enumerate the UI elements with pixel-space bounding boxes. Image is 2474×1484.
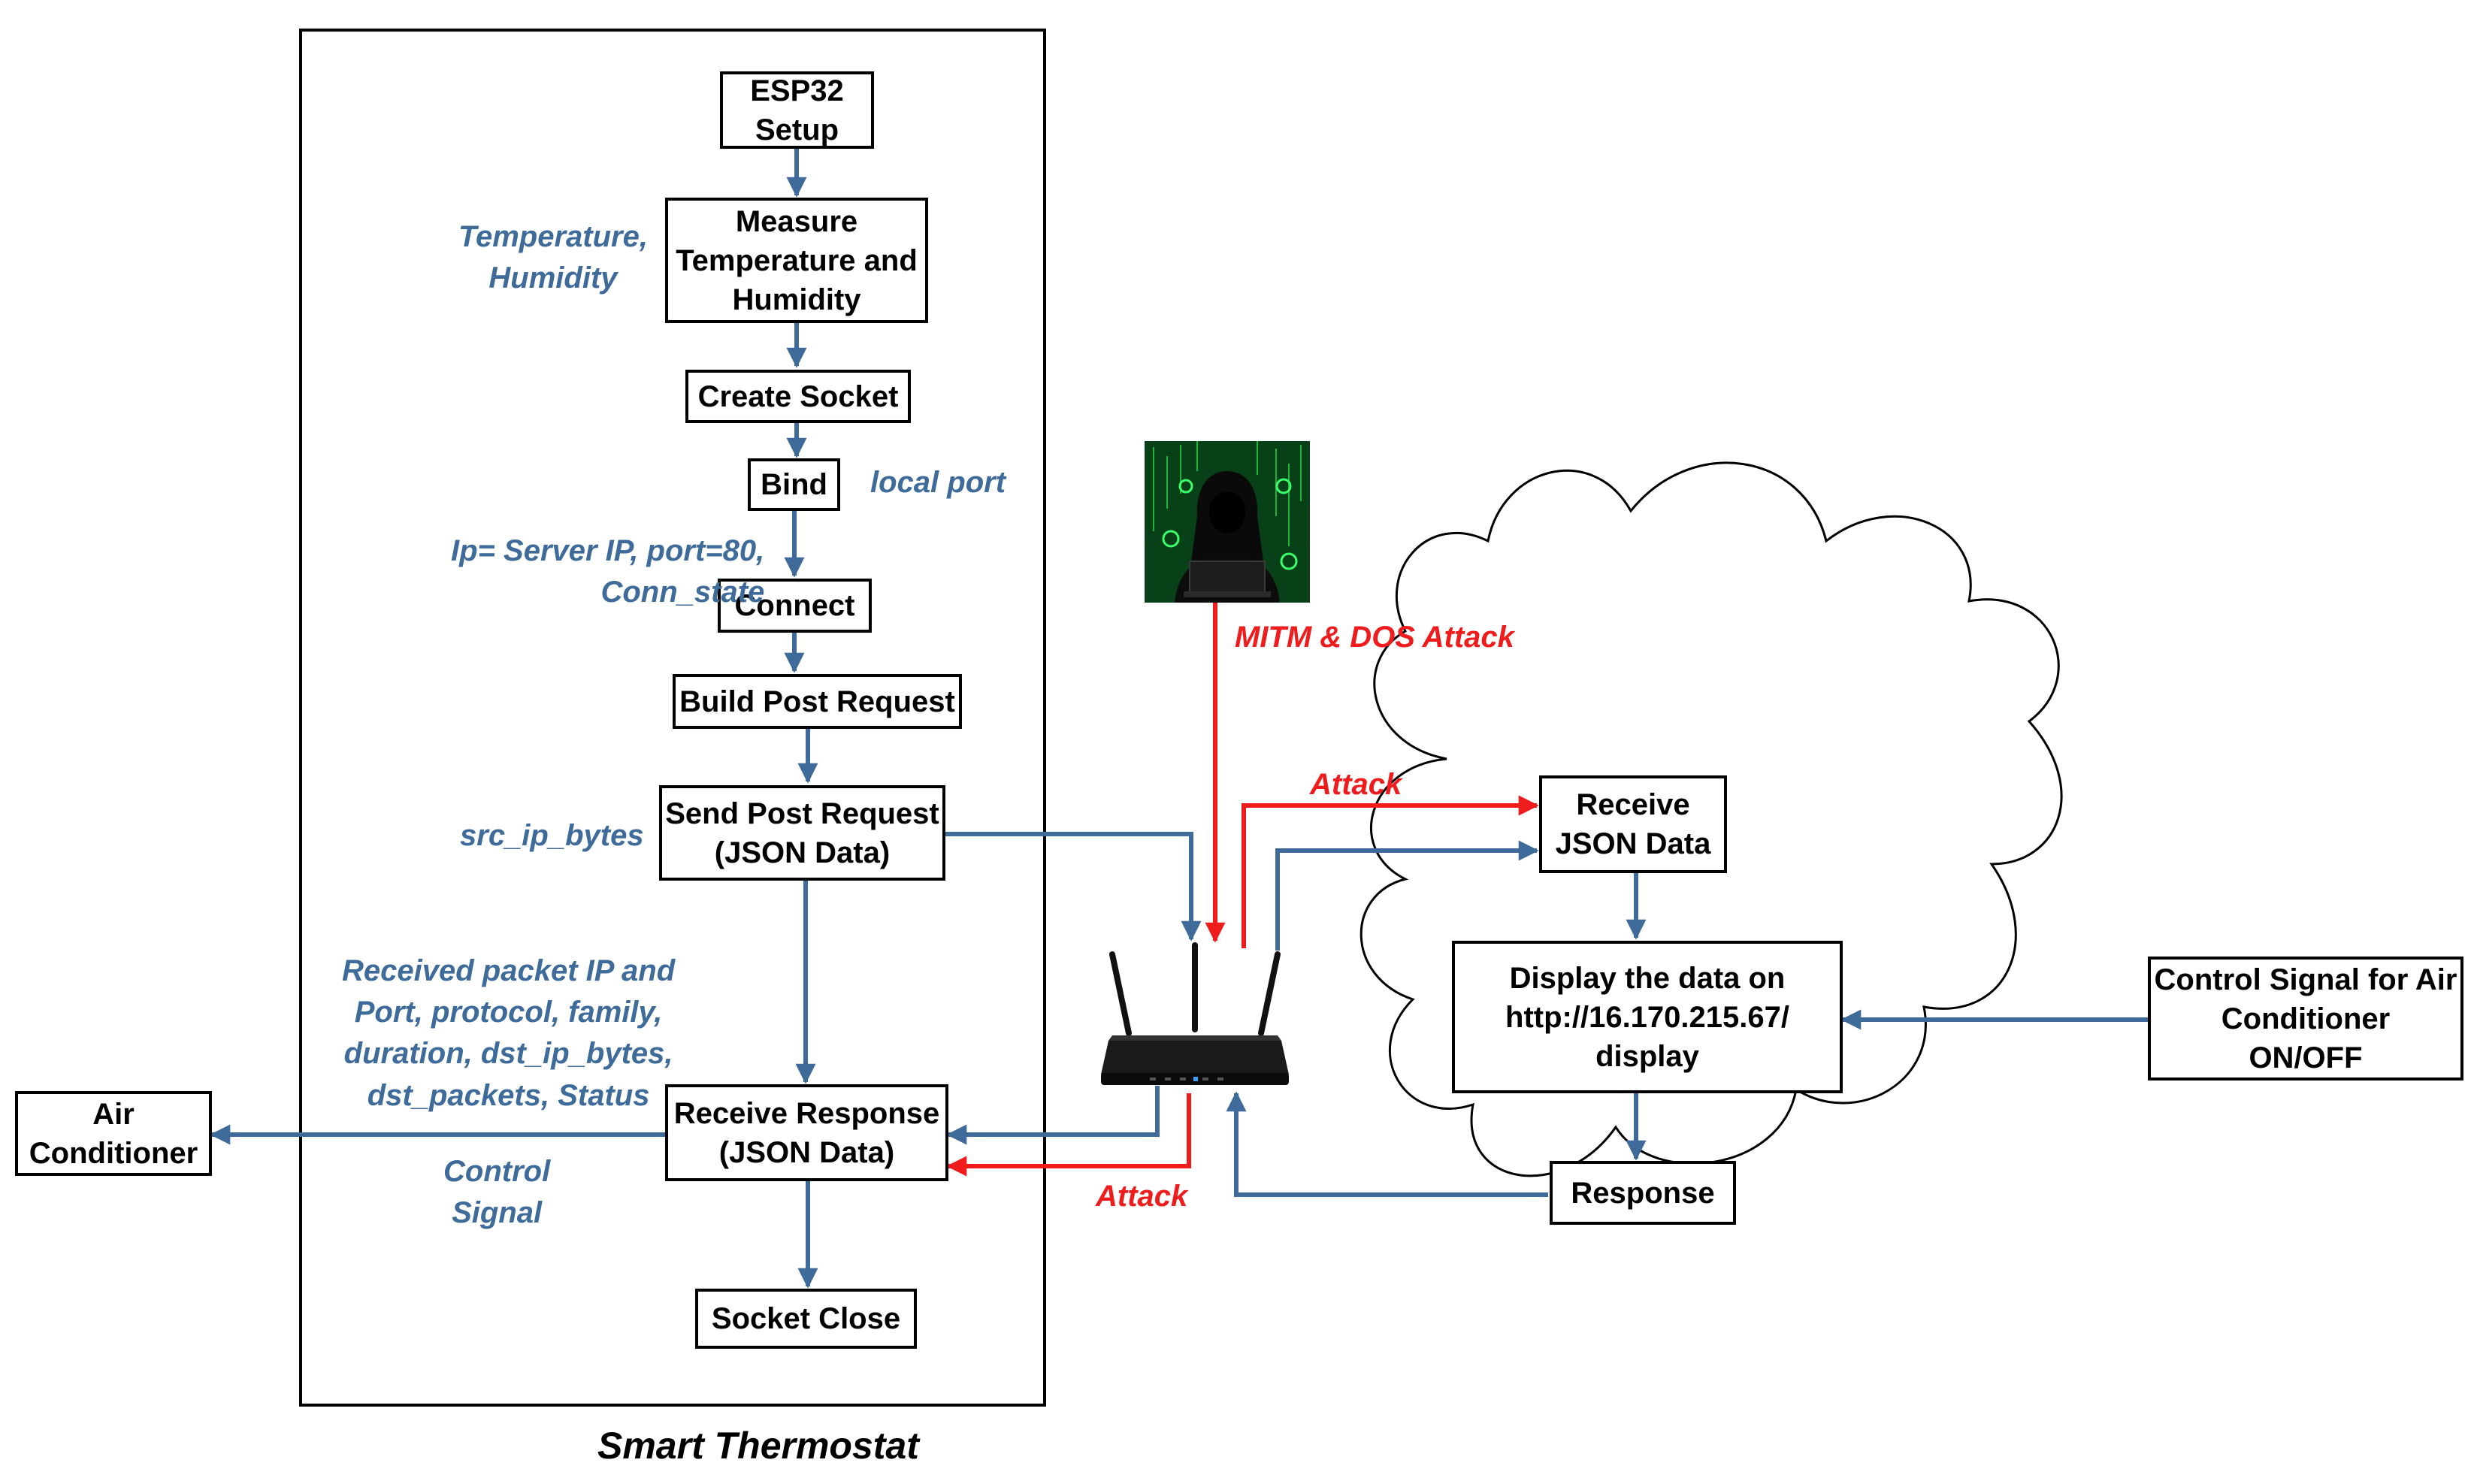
label-attack-top: Attack [1310,768,1402,801]
air-conditioner-box: Air Conditioner [15,1091,212,1176]
router-icon [1097,939,1293,1097]
display-data-box: Display the data on http://16.170.215.67… [1452,941,1843,1093]
bind-box: Bind [748,458,840,511]
thermostat-caption: Smart Thermostat [597,1425,919,1467]
create-socket-box: Create Socket [685,370,911,423]
receive-json-data-box: Receive JSON Data [1539,775,1727,873]
note-local-port: local port [870,466,1006,499]
response-box: Response [1550,1161,1736,1225]
note-src-ip-bytes: src_ip_bytes [460,819,644,852]
note-temperature-humidity: Temperature, Humidity [458,220,648,295]
hacker-icon [1145,441,1310,603]
note-received-packet: Received packet IP and Port, protocol, f… [342,954,676,1112]
send-post-request-box: Send Post Request (JSON Data) [659,785,945,881]
note-control-signal: Control Signal [443,1155,551,1230]
label-attack-bottom: Attack [1096,1180,1188,1213]
esp32-setup-box: ESP32 Setup [720,71,874,149]
thermostat-flow-arrows [210,149,818,1289]
build-post-request-box: Build Post Request [673,674,962,729]
note-server-ip: Ip= Server IP, port=80, Conn_state [451,534,765,609]
connect-box: Connect [718,579,872,633]
thermostat-container [299,29,1046,1407]
control-signal-box: Control Signal for Air Conditioner ON/OF… [2148,957,2463,1081]
attack-arrows [946,603,1539,1177]
socket-close-box: Socket Close [695,1289,917,1349]
receive-response-box: Receive Response (JSON Data) [665,1084,948,1181]
measure-box: Measure Temperature and Humidity [665,198,928,323]
network-flow-arrows [945,832,2150,1197]
label-mitm-dos-attack: MITM & DOS Attack [1235,621,1514,654]
